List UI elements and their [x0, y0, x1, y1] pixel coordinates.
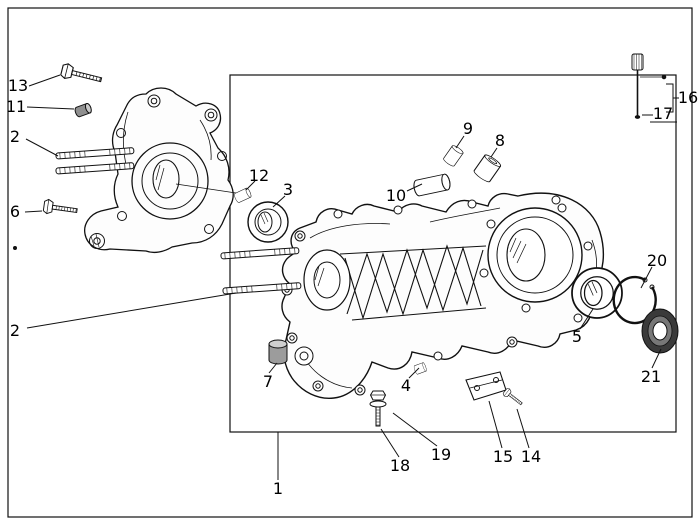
callout-9: 9 [463, 119, 473, 138]
circlip-20 [612, 275, 657, 325]
callout-19: 19 [431, 445, 451, 464]
callout-11: 11 [6, 97, 26, 116]
callout-6: 6 [10, 202, 20, 221]
bolt-18 [369, 390, 387, 427]
callout-14: 14 [521, 447, 541, 466]
bushing-8 [472, 152, 503, 184]
callout-3: 3 [283, 180, 293, 199]
spacer-11 [74, 102, 92, 118]
callout-15: 15 [493, 447, 513, 466]
callout-8: 8 [495, 131, 505, 150]
bushing-7 [268, 339, 288, 365]
callout-10: 10 [386, 186, 406, 205]
bracket-15 [465, 371, 507, 401]
cylinder-opening [303, 249, 351, 311]
callout-5: 5 [572, 327, 582, 346]
oil-seal-21 [641, 308, 679, 354]
callout-1: 1 [273, 479, 283, 498]
leader-dot [13, 246, 17, 250]
callout-21: 21 [641, 367, 661, 386]
callout-20: 20 [647, 251, 667, 270]
callout-17: 17 [653, 104, 673, 123]
callout-16: 16 [678, 88, 698, 107]
cover-housing [84, 87, 237, 254]
callout-18: 18 [390, 456, 410, 475]
bearing-3 [247, 201, 289, 243]
callout-2-upper: 2 [10, 127, 20, 146]
washer-19 [369, 400, 387, 408]
callout-12: 12 [249, 166, 269, 185]
callout-2-lower: 2 [10, 321, 20, 340]
callout-4: 4 [401, 376, 411, 395]
leader-lines [24, 74, 662, 480]
callout-7: 7 [263, 372, 273, 391]
dipstick-16 [631, 53, 667, 119]
callout-13: 13 [8, 76, 28, 95]
bolt-bosses [281, 195, 583, 396]
bracket-16 [666, 83, 679, 113]
